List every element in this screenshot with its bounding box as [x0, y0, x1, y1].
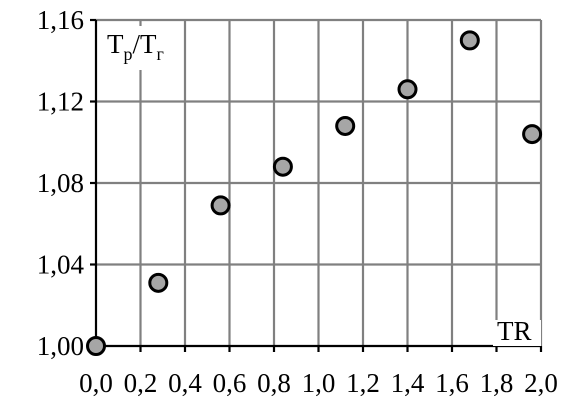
data-point: [397, 79, 418, 100]
y-tick-labels: 1,00 1,04 1,08 1,12 1,16: [37, 5, 85, 361]
x-tick-label: 1,2: [346, 368, 380, 398]
y-tick-label: 1,08: [37, 168, 84, 198]
x-tick-label: 1,0: [302, 368, 336, 398]
x-axis-title-background: [493, 320, 541, 346]
data-point: [522, 124, 543, 145]
data-point: [335, 115, 356, 136]
data-point: [148, 272, 169, 293]
x-tick-label: 1,4: [391, 368, 425, 398]
x-tick-label: 0,8: [257, 368, 291, 398]
data-point: [86, 336, 106, 356]
x-tick-label: 2,0: [524, 368, 558, 398]
axes: [90, 18, 543, 352]
data-point: [272, 156, 293, 177]
x-tick-label: 1,8: [480, 368, 514, 398]
y-tick-label: 1,12: [37, 87, 84, 117]
grid-lines: [96, 18, 543, 346]
x-tick-label: 0,4: [168, 368, 202, 398]
data-points: [86, 30, 543, 356]
y-axis-title-main-2: T: [140, 29, 157, 59]
x-axis-title: TR: [497, 316, 532, 346]
y-axis-title-main-1: T: [107, 29, 124, 59]
x-tick-label: 0,2: [124, 368, 158, 398]
y-axis-title-sub-1: р: [124, 44, 133, 64]
y-axis-title-background: [103, 26, 179, 70]
data-point: [459, 30, 480, 51]
y-tick-label: 1,04: [37, 250, 85, 280]
y-axis-title: Tр/Tг: [107, 29, 164, 64]
x-tick-labels: 0,0 0,2 0,4 0,6 0,8 1,0 1,2 1,4 1,6 1,8 2,0: [79, 368, 558, 398]
y-axis-title-sub-2: г: [157, 44, 164, 64]
data-point: [210, 195, 231, 216]
y-tick-label: 1,00: [37, 331, 84, 361]
x-tick-label: 0,6: [213, 368, 247, 398]
x-tick-label: 0,0: [79, 368, 113, 398]
y-axis-title-slash: /: [133, 29, 141, 59]
y-tick-label: 1,16: [37, 5, 84, 35]
x-tick-label: 1,6: [435, 368, 469, 398]
